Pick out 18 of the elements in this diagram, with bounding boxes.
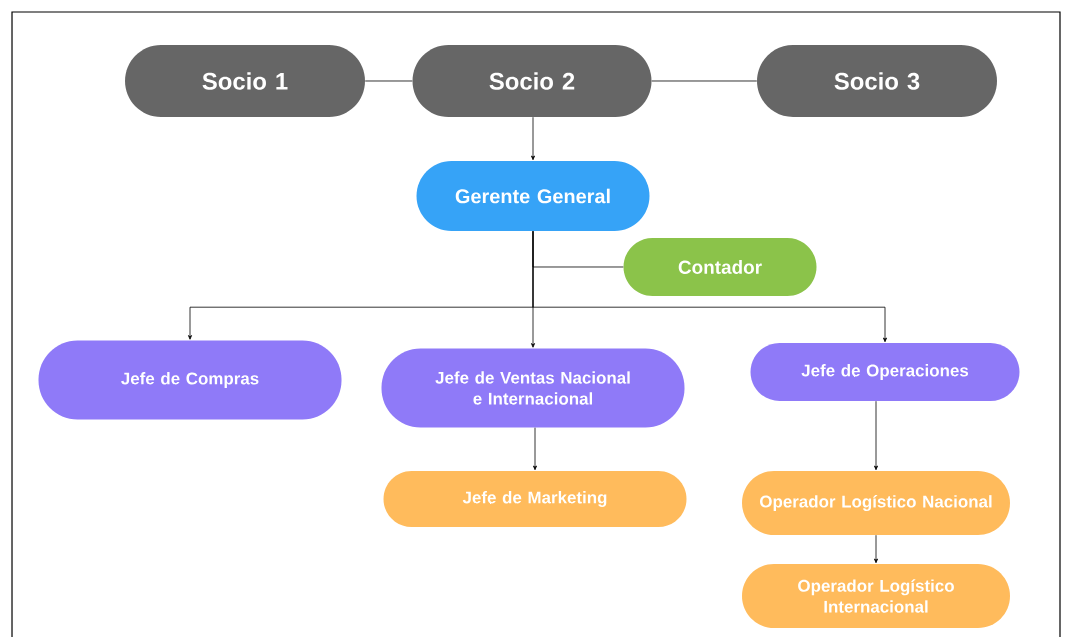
rounded-box: Socio 2 xyxy=(412,45,652,117)
rounded-box: Gerente General xyxy=(416,161,650,231)
connector-line xyxy=(533,427,537,471)
connector-line xyxy=(364,80,413,82)
rounded-box: Jefe de Operaciones xyxy=(750,343,1020,401)
rounded-box: Operador Logístico Nacional xyxy=(742,471,1010,535)
rounded-box: Socio 3 xyxy=(757,45,997,117)
rounded-box: Socio 1 xyxy=(125,45,365,117)
rounded-box: Jefe de Marketing xyxy=(383,471,687,527)
rounded-box: Jefe de Ventas Nacional e Internacional xyxy=(381,348,685,428)
connector-line xyxy=(531,116,535,161)
rounded-box: Contador xyxy=(623,238,817,296)
rounded-box: Operador Logístico Internacional xyxy=(742,564,1010,628)
connector-line xyxy=(874,400,878,471)
connector-line xyxy=(651,80,758,82)
rounded-box: Jefe de Compras xyxy=(38,340,342,420)
connector-line xyxy=(532,230,887,343)
connector-line xyxy=(874,534,878,564)
